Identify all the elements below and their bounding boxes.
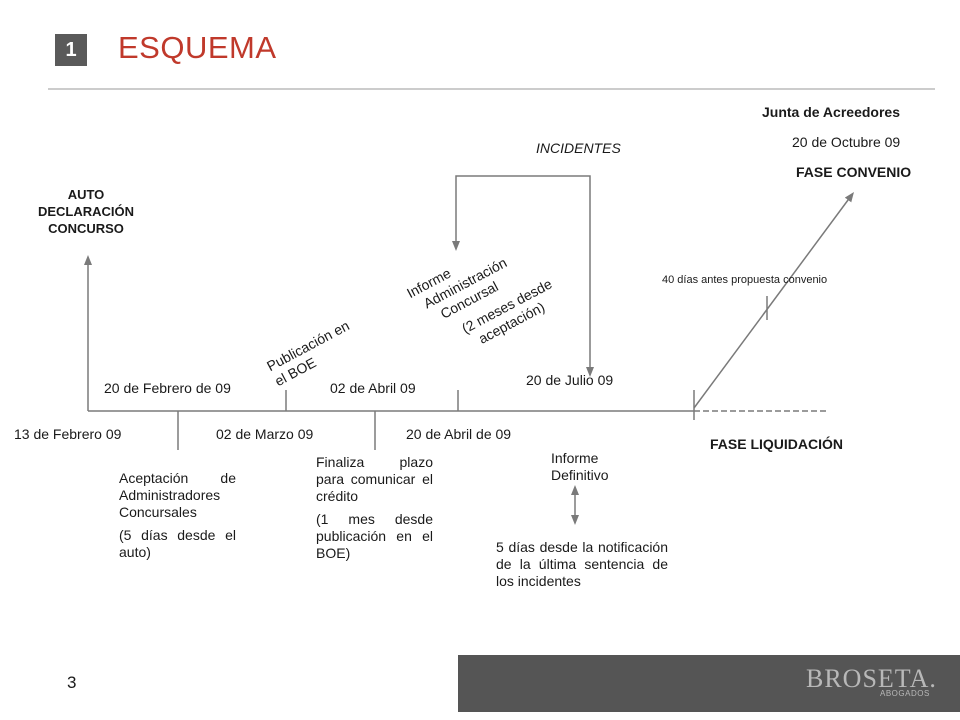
auto-line1: AUTO xyxy=(67,187,105,202)
finaliza-sub: (1 mes desde publicación en el BOE) xyxy=(316,511,433,561)
informe-def-line2: Definitivo xyxy=(551,467,609,483)
finaliza-text: Finaliza plazo para comunicar el crédito xyxy=(316,454,433,504)
broseta-logo-sub: ABOGADOS xyxy=(880,689,930,698)
auto-line3: CONCURSO xyxy=(48,221,124,236)
date-apr02: 02 de Abril 09 xyxy=(330,380,416,396)
date-feb20: 20 de Febrero de 09 xyxy=(104,380,231,396)
date-feb13: 13 de Febrero 09 xyxy=(14,426,122,442)
incidentes-loop-arrow xyxy=(452,175,594,377)
auto-line2: DECLARACIÓN xyxy=(37,204,135,219)
informe-definitivo-note: Informe Definitivo xyxy=(551,450,609,484)
convenio-diagonal-arrow xyxy=(693,191,854,409)
page-number: 3 xyxy=(67,673,77,692)
forty-days-label: 40 días antes propuesta convenio xyxy=(662,274,828,286)
fase-convenio-label: FASE CONVENIO xyxy=(796,164,912,180)
footer-bar xyxy=(458,655,960,712)
date-apr20: 20 de Abril de 09 xyxy=(406,426,512,442)
junta-date: 20 de Octubre 09 xyxy=(792,134,901,150)
finaliza-note: Finaliza plazo para comunicar el crédito… xyxy=(316,454,433,562)
auto-declaracion-label: AUTO DECLARACIÓN CONCURSO xyxy=(20,186,152,237)
aceptacion-text: Aceptación de Administradores Concursale… xyxy=(119,470,236,520)
cinco-dias-note: 5 días desde la notificación de la últim… xyxy=(496,539,668,589)
date-jul20: 20 de Julio 09 xyxy=(526,372,614,388)
aceptacion-sub: (5 días desde el auto) xyxy=(119,527,236,560)
fase-liquidacion-label: FASE LIQUIDACIÓN xyxy=(710,436,844,452)
page-title: ESQUEMA xyxy=(118,30,277,65)
aceptacion-note: Aceptación de Administradores Concursale… xyxy=(119,470,236,561)
informe-def-line1: Informe xyxy=(551,450,599,466)
junta-title: Junta de Acreedores xyxy=(762,104,900,120)
broseta-logo: BROSETA. xyxy=(806,664,937,693)
date-mar02: 02 de Marzo 09 xyxy=(216,426,314,442)
slide-number-badge: 1 xyxy=(55,34,87,66)
incidentes-label: INCIDENTES xyxy=(536,140,621,156)
